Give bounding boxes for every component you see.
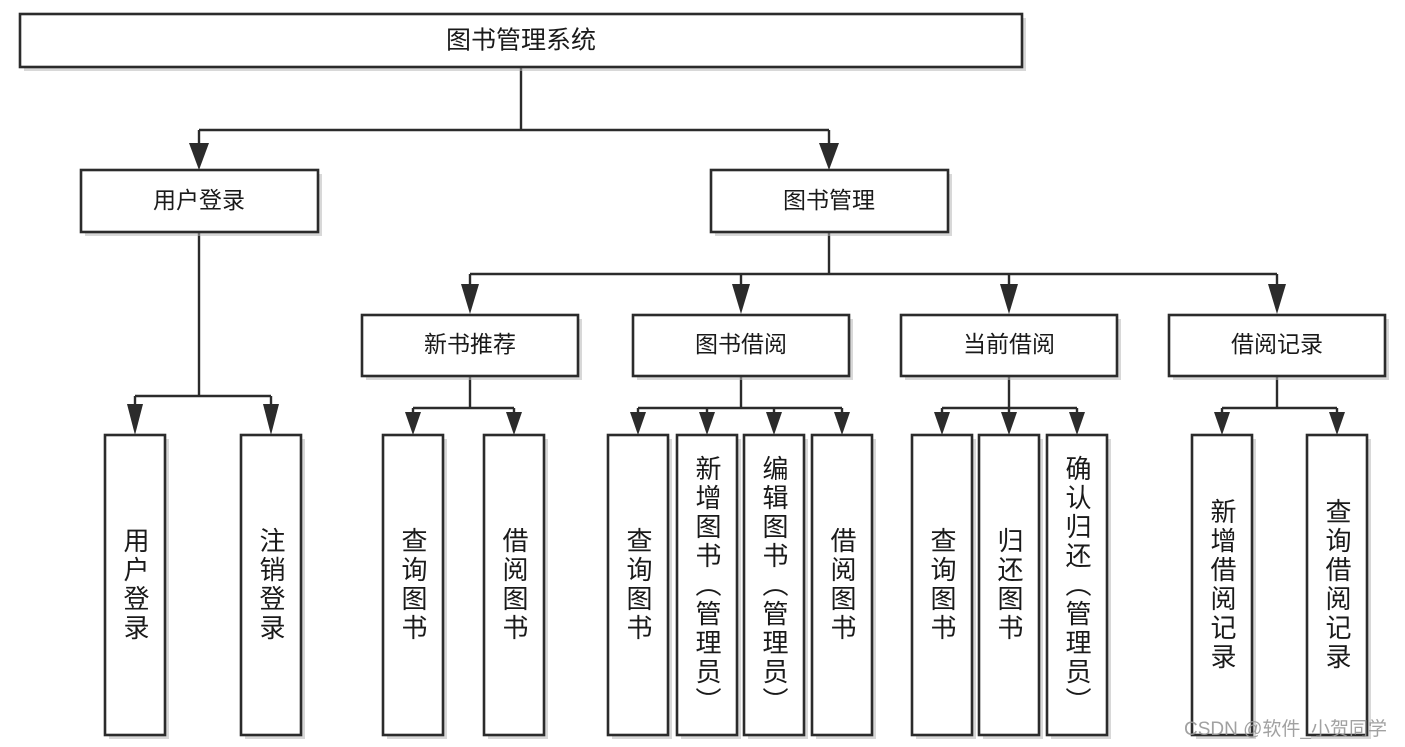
node-leaf-confirm-return[interactable]: 确认归还（管理员） — [1045, 433, 1111, 739]
connector-group-userlogin — [127, 232, 279, 435]
node-borrow-record[interactable]: 借阅记录 — [1167, 313, 1389, 380]
arrowhead-leaf-user-login — [127, 404, 143, 435]
arrowhead-currentborrow — [1000, 284, 1018, 314]
leaf-logout-label: 注销登录 — [256, 527, 286, 643]
arrowhead-leaf-edit-book — [766, 412, 782, 435]
user-login-label: 用户登录 — [153, 187, 245, 213]
node-leaf-logout[interactable]: 注销登录 — [239, 433, 305, 739]
leaf-query-record-box[interactable] — [1305, 433, 1369, 737]
root-box[interactable] — [18, 12, 1024, 69]
connector-group-bookborrow — [630, 375, 850, 435]
arrowhead-leaf-borrow-book-2 — [834, 412, 850, 435]
leaf-edit-book-label: 编辑图书（管理员） — [759, 454, 789, 716]
arrowhead-leaf-add-record — [1214, 412, 1230, 435]
connector-group-newbook — [405, 375, 522, 435]
arrowhead-leaf-query-book-2 — [630, 412, 646, 435]
leaf-logout-box[interactable] — [239, 433, 303, 737]
connector-group-currentborrow — [934, 375, 1085, 435]
arrowhead-bookborrow — [732, 284, 750, 314]
book-manage-label: 图书管理 — [783, 187, 875, 213]
arrowhead-leaf-add-book — [699, 412, 715, 435]
node-leaf-borrow-book-1[interactable]: 借阅图书 — [482, 433, 548, 739]
arrowhead-leaf-borrow-book-1 — [506, 412, 522, 435]
node-leaf-user-login[interactable]: 用户登录 — [103, 433, 169, 739]
node-user-login[interactable]: 用户登录 — [79, 168, 322, 236]
arrowhead-leaf-query-book-3 — [934, 412, 950, 435]
leaf-add-record-box[interactable] — [1190, 433, 1254, 737]
borrow-record-box[interactable] — [1167, 313, 1387, 378]
node-leaf-query-book-3[interactable]: 查询图书 — [910, 433, 976, 739]
leaf-query-book-2-label: 查询图书 — [623, 527, 653, 643]
leaf-edit-book-box[interactable] — [742, 433, 806, 737]
leaf-query-book-3-box[interactable] — [910, 433, 974, 737]
current-borrow-box[interactable] — [899, 313, 1119, 378]
leaf-confirm-return-box[interactable] — [1045, 433, 1109, 737]
node-leaf-query-record[interactable]: 查询借阅记录 — [1305, 433, 1371, 739]
node-leaf-add-book[interactable]: 新增图书（管理员） — [675, 433, 741, 739]
leaf-user-login-label: 用户登录 — [120, 527, 150, 643]
node-leaf-add-record[interactable]: 新增借阅记录 — [1190, 433, 1256, 739]
leaf-return-book-label: 归还图书 — [994, 527, 1024, 643]
current-borrow-label: 当前借阅 — [963, 331, 1055, 357]
node-current-borrow[interactable]: 当前借阅 — [899, 313, 1121, 380]
node-leaf-query-book-2[interactable]: 查询图书 — [606, 433, 672, 739]
leaf-borrow-book-2-label: 借阅图书 — [827, 527, 857, 643]
leaf-borrow-book-1-label: 借阅图书 — [499, 527, 529, 643]
node-new-book-rec[interactable]: 新书推荐 — [360, 313, 582, 380]
arrowhead-borrowrecord — [1268, 284, 1286, 314]
connector-group-bookmanage — [461, 232, 1286, 314]
leaf-query-book-1-label: 查询图书 — [398, 527, 428, 643]
arrowhead-leaf-return-book — [1001, 412, 1017, 435]
node-leaf-borrow-book-2[interactable]: 借阅图书 — [810, 433, 876, 739]
arrowhead-leaf-logout — [263, 404, 279, 435]
book-manage-box[interactable] — [709, 168, 950, 234]
user-login-box[interactable] — [79, 168, 320, 234]
arrowhead-leaf-confirm-return — [1069, 412, 1085, 435]
arrowhead-leaf-query-record — [1329, 412, 1345, 435]
leaf-query-book-1-box[interactable] — [381, 433, 445, 737]
book-borrow-label: 图书借阅 — [695, 331, 787, 357]
new-book-rec-box[interactable] — [360, 313, 580, 378]
leaf-confirm-return-label: 确认归还（管理员） — [1062, 454, 1092, 716]
root-label: 图书管理系统 — [446, 27, 596, 55]
leaf-user-login-box[interactable] — [103, 433, 167, 737]
arrowhead-bookmanage — [819, 143, 839, 170]
leaf-query-book-2-box[interactable] — [606, 433, 670, 737]
node-leaf-return-book[interactable]: 归还图书 — [977, 433, 1043, 739]
arrowhead-leaf-query-book-1 — [405, 412, 421, 435]
arrowhead-newbook — [461, 284, 479, 314]
node-leaf-edit-book[interactable]: 编辑图书（管理员） — [742, 433, 808, 739]
leaf-query-book-3-label: 查询图书 — [927, 527, 957, 643]
node-book-manage[interactable]: 图书管理 — [709, 168, 952, 236]
leaf-add-record-label: 新增借阅记录 — [1207, 498, 1237, 672]
borrow-record-label: 借阅记录 — [1231, 331, 1323, 357]
connector-group-borrowrecord — [1214, 375, 1345, 435]
node-leaf-query-book-1[interactable]: 查询图书 — [381, 433, 447, 739]
arrowhead-userlogin — [189, 143, 209, 170]
leaf-return-book-box[interactable] — [977, 433, 1041, 737]
connector-group-root — [189, 67, 839, 170]
node-book-borrow[interactable]: 图书借阅 — [631, 313, 853, 380]
book-borrow-box[interactable] — [631, 313, 851, 378]
leaf-add-book-label: 新增图书（管理员） — [692, 454, 722, 716]
leaf-borrow-book-1-box[interactable] — [482, 433, 546, 737]
new-book-rec-label: 新书推荐 — [424, 331, 516, 357]
leaf-borrow-book-2-box[interactable] — [810, 433, 874, 737]
leaf-query-record-label: 查询借阅记录 — [1322, 498, 1352, 672]
node-root[interactable]: 图书管理系统 — [18, 12, 1026, 71]
leaf-add-book-box[interactable] — [675, 433, 739, 737]
